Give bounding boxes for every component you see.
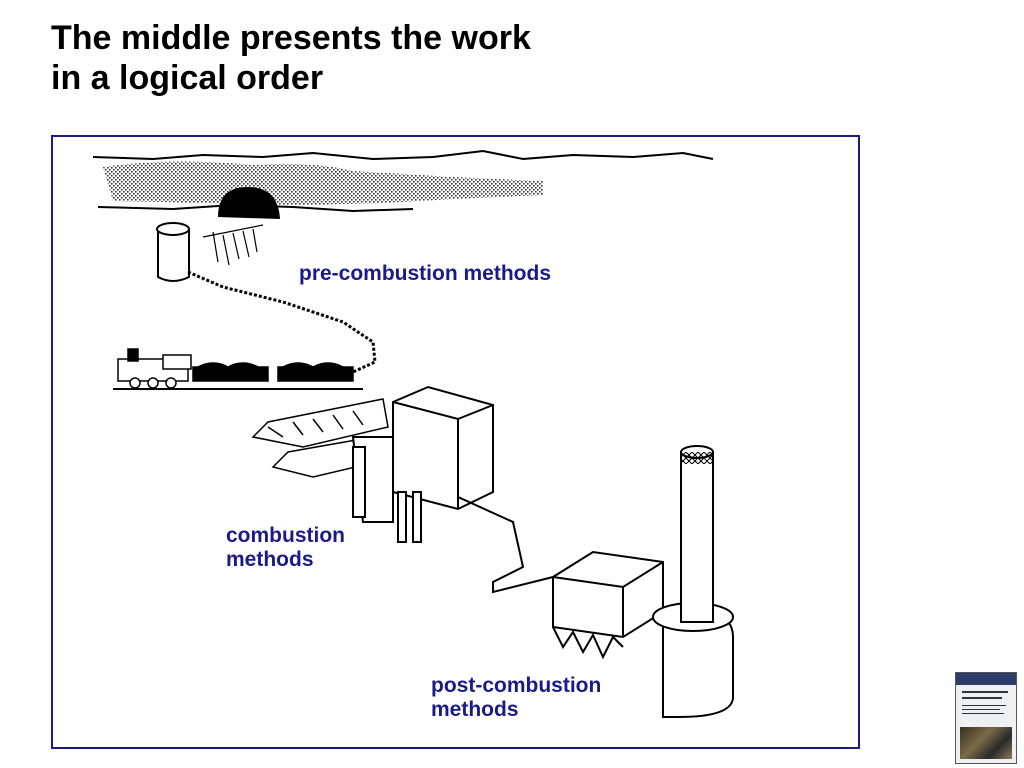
- slide-title-line-1: The middle presents the work: [51, 19, 531, 57]
- label-combustion: combustion methods: [226, 524, 345, 572]
- book-cover-subtitle-mark: [962, 705, 1006, 706]
- book-cover-photo: [960, 727, 1012, 759]
- scrubber-icon: [552, 550, 664, 660]
- boiler-icon: [351, 385, 494, 543]
- book-cover-icon: [955, 672, 1017, 764]
- label-combustion-line-1: combustion: [226, 524, 345, 547]
- label-pre-combustion: pre-combustion methods: [299, 262, 552, 285]
- label-post-combustion: post-combustion methods: [431, 674, 601, 722]
- smokestack-icon: [680, 445, 714, 623]
- book-cover-subtitle-mark: [962, 709, 1000, 710]
- slide-title-line-2: in a logical order: [51, 59, 324, 97]
- coal-silo-icon: [156, 222, 190, 282]
- label-combustion-line-2: methods: [226, 548, 314, 571]
- book-cover-subtitle-mark: [962, 713, 1004, 714]
- book-cover-band: [956, 673, 1016, 685]
- mine-stipple: [103, 161, 543, 205]
- label-post-combustion-line-2: methods: [431, 698, 519, 721]
- coal-train-icon: [113, 348, 363, 390]
- process-diagram-frame: pre-combustion methods combustion method…: [51, 135, 860, 749]
- conveyor-line: [187, 270, 377, 374]
- slide-title: The middle presents the work in a logica…: [51, 18, 531, 98]
- label-post-combustion-line-1: post-combustion: [431, 674, 602, 697]
- book-cover-title-mark: [962, 691, 1008, 693]
- mine-tunnel-icon: [218, 187, 280, 219]
- coal-process-illustration: [92, 149, 734, 718]
- book-cover-title-mark: [962, 697, 1002, 699]
- mine-roots: [202, 224, 264, 266]
